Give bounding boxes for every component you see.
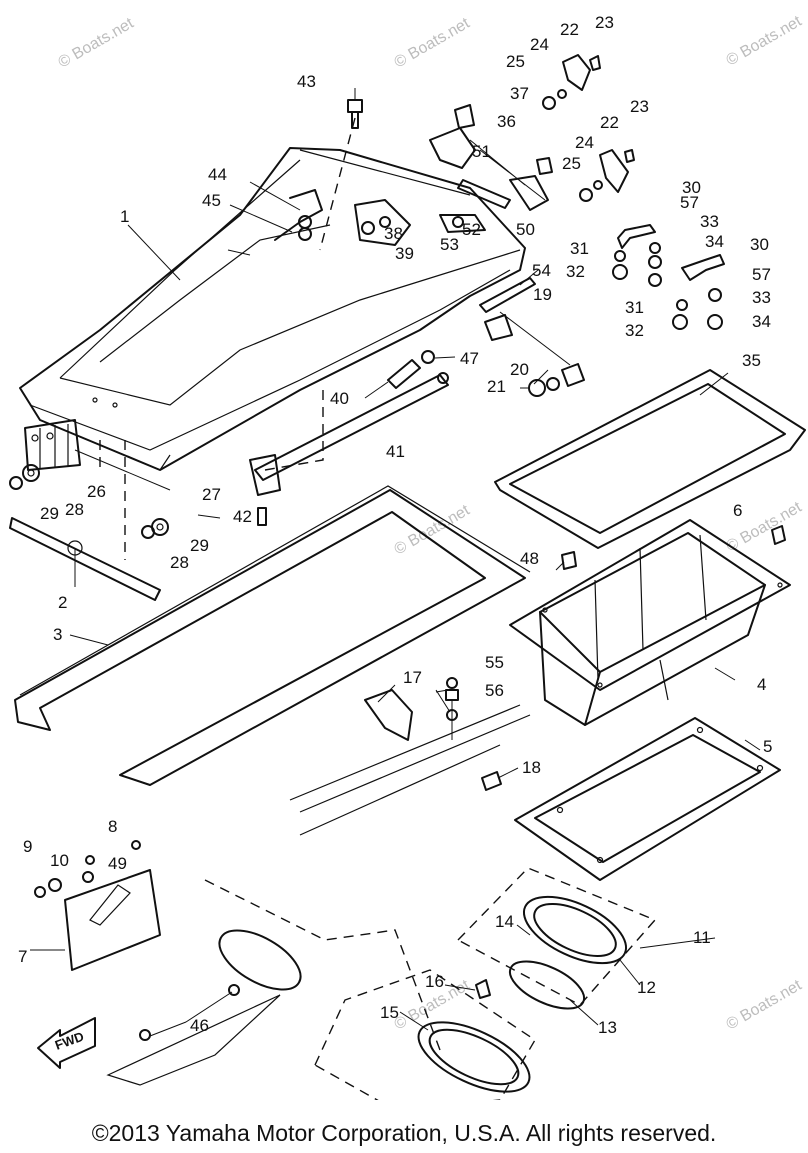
callout-38: 38: [384, 224, 403, 243]
callout-49: 49: [108, 854, 127, 873]
callout-57a: 57: [680, 193, 699, 212]
callout-3: 3: [53, 625, 62, 644]
callout-33b: 33: [752, 288, 771, 307]
support-rod: [249, 350, 449, 526]
callout-51: 51: [472, 142, 491, 161]
callout-21: 21: [487, 377, 506, 396]
callout-55: 55: [485, 653, 504, 672]
mount-plate: [34, 840, 161, 971]
callout-5: 5: [763, 737, 772, 756]
callout-11: 11: [693, 928, 711, 947]
mount-bracket: [289, 677, 531, 836]
hinge: [24, 419, 171, 491]
latch-hooks: [542, 54, 635, 202]
callout-31a: 31: [570, 239, 589, 258]
callout-32b: 32: [625, 321, 644, 340]
rod: [9, 517, 161, 601]
callout-22a: 22: [560, 20, 579, 39]
callout-14: 14: [495, 912, 514, 931]
callout-29b: 29: [190, 536, 209, 555]
callout-41: 41: [386, 442, 405, 461]
callout-7: 7: [18, 947, 27, 966]
callout-39: 39: [395, 244, 414, 263]
watermark-text: © Boats.net: [724, 13, 806, 70]
callout-42: 42: [233, 507, 252, 526]
leader-lines: [30, 88, 761, 1037]
callout-12: 12: [637, 978, 656, 997]
callout-24a: 24: [530, 35, 549, 54]
callout-34a: 34: [705, 232, 724, 251]
bracket-19: [479, 277, 585, 397]
callout-46: 46: [190, 1016, 209, 1035]
callout-18: 18: [522, 758, 541, 777]
callout-26: 26: [87, 482, 106, 501]
callout-23a: 23: [595, 13, 614, 32]
callout-30a: 30: [682, 178, 701, 197]
callout-57b: 57: [752, 265, 771, 284]
callout-16: 16: [425, 972, 444, 991]
callout-52: 52: [462, 220, 481, 239]
latch-brackets: [274, 117, 486, 251]
callout-20: 20: [510, 360, 529, 379]
callout-25a: 25: [506, 52, 525, 71]
washers: [9, 440, 169, 560]
callout-28a: 28: [65, 500, 84, 519]
callout-24b: 24: [575, 133, 594, 152]
callout-31b: 31: [625, 298, 644, 317]
callout-4: 4: [757, 675, 766, 694]
vent-assembly: [314, 867, 657, 1100]
callout-27: 27: [202, 485, 221, 504]
callout-53: 53: [440, 235, 459, 254]
callout-29a: 29: [40, 504, 59, 523]
watermark-text: © Boats.net: [392, 15, 474, 72]
callout-numbers: 1 2 3 4 5 6 7 8 9 10 11 12 13 14 15 16 1…: [18, 13, 772, 1037]
callout-6: 6: [733, 501, 742, 520]
callout-22b: 22: [600, 113, 619, 132]
callout-30b: 30: [750, 235, 769, 254]
fwd-arrow: FWD: [37, 1017, 96, 1069]
watermark-text: © Boats.net: [724, 977, 806, 1034]
callout-50: 50: [516, 220, 535, 239]
callout-9: 9: [23, 837, 32, 856]
callout-8: 8: [108, 817, 117, 836]
callout-28b: 28: [170, 553, 189, 572]
watermark-text: © Boats.net: [56, 15, 138, 72]
callout-56: 56: [485, 681, 504, 700]
callout-37: 37: [510, 84, 529, 103]
upper-hinges: [429, 104, 553, 211]
callout-2: 2: [58, 593, 67, 612]
callout-44: 44: [208, 165, 227, 184]
callout-34b: 34: [752, 312, 771, 331]
callout-33a: 33: [700, 212, 719, 231]
callout-47: 47: [460, 349, 479, 368]
callout-15: 15: [380, 1003, 399, 1022]
copyright-notice: ©2013 Yamaha Motor Corporation, U.S.A. A…: [91, 1120, 717, 1146]
callout-48: 48: [520, 549, 539, 568]
callout-17: 17: [403, 668, 422, 687]
bolt-43: [347, 99, 363, 129]
callout-25b: 25: [562, 154, 581, 173]
gasket-35: [494, 369, 806, 549]
hood-cover: [19, 147, 526, 471]
callout-35: 35: [742, 351, 761, 370]
callout-10: 10: [50, 851, 69, 870]
frame-seal: [14, 485, 531, 786]
hull-hole: [218, 929, 302, 991]
gasket-5: [514, 717, 781, 881]
callout-32a: 32: [566, 262, 585, 281]
parts-diagram: © Boats.net © Boats.net © Boats.net © Bo…: [9, 13, 806, 1100]
vent-plate: [106, 994, 281, 1086]
pipe-fittings: [612, 224, 725, 330]
storage-tray: [509, 519, 791, 726]
callout-43: 43: [297, 72, 316, 91]
callout-36: 36: [497, 112, 516, 131]
callout-40: 40: [330, 389, 349, 408]
callout-13: 13: [598, 1018, 617, 1037]
callout-45: 45: [202, 191, 221, 210]
callout-23b: 23: [630, 97, 649, 116]
callout-1: 1: [120, 207, 129, 226]
callout-19: 19: [533, 285, 552, 304]
callout-54: 54: [532, 261, 551, 280]
